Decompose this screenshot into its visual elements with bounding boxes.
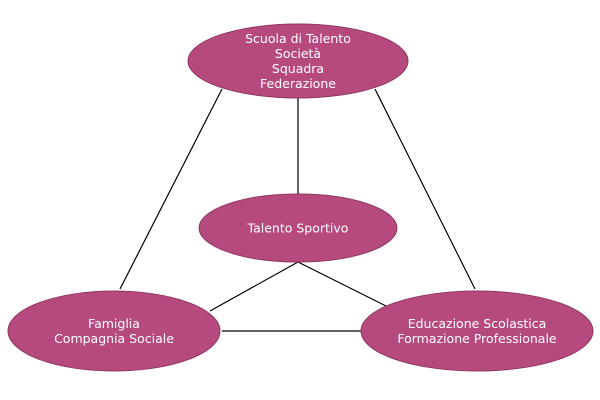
node-center-label-line: Talento Sportivo: [247, 221, 349, 236]
node-top-label-line: Società: [275, 46, 321, 61]
connector-center-right: [297, 261, 387, 307]
connector-top-right: [374, 88, 476, 290]
node-top-ellipse: [187, 23, 409, 99]
node-left-label-line: Famiglia: [88, 316, 140, 331]
connector-top-left: [119, 88, 223, 290]
node-center-ellipse: [198, 193, 398, 263]
node-left-label-line: Compagnia Sociale: [54, 331, 174, 346]
node-center: Talento Sportivo: [198, 193, 398, 263]
node-right-ellipse: [360, 290, 594, 372]
node-top-label-line: Squadra: [272, 61, 324, 76]
node-top-label-line: Federazione: [260, 76, 336, 91]
node-top-label-line: Scuola di Talento: [245, 31, 351, 46]
node-center-label: Talento Sportivo: [247, 221, 349, 236]
connector-center-left: [209, 261, 299, 312]
node-right-label-line: Formazione Professionale: [397, 331, 557, 346]
connectors: [119, 88, 476, 332]
node-right-label-line: Educazione Scolastica: [408, 316, 547, 331]
node-left-ellipse: [7, 290, 221, 372]
